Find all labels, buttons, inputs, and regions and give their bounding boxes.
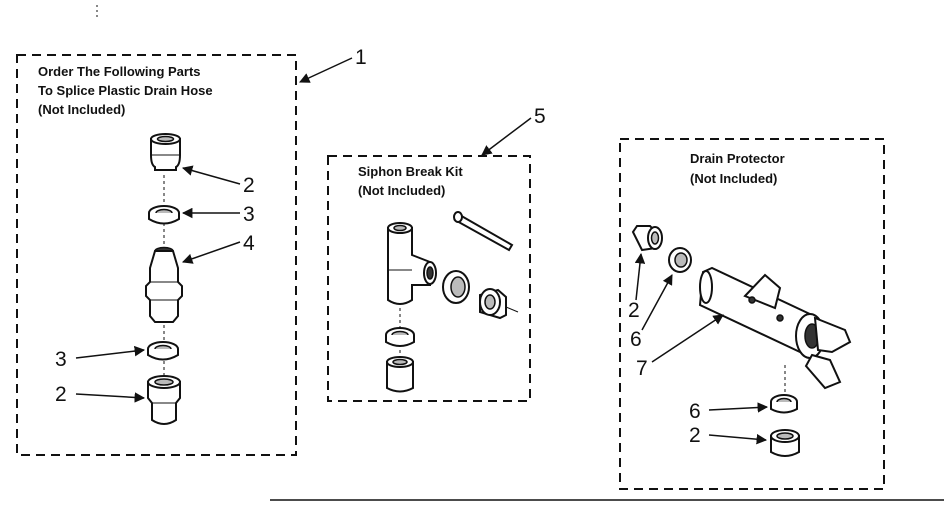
drain-ring-top <box>668 247 692 273</box>
drain-callout-2-top: 2 <box>628 299 640 322</box>
drain-callout-2-bottom: 2 <box>689 424 701 447</box>
drain-title-line-1: Drain Protector <box>690 151 785 166</box>
splice-connector-bottom <box>147 375 181 425</box>
splice-callout-4: 4 <box>243 232 255 255</box>
splice-panel-border <box>16 54 297 456</box>
drain-body <box>698 266 852 390</box>
splice-callout-2-bottom: 2 <box>55 383 67 406</box>
siphon-pin <box>453 211 514 252</box>
callout-5-leader <box>481 117 532 156</box>
siphon-lower-cap <box>386 356 414 393</box>
siphon-connector <box>479 288 519 320</box>
drain-cap-top <box>631 225 663 252</box>
splice-leader-2-top <box>181 165 241 185</box>
splice-callout-3-top: 3 <box>243 203 255 226</box>
drain-panel-border <box>619 138 885 490</box>
drain-leader-2-bottom <box>708 433 768 445</box>
siphon-lower-ring <box>385 327 415 347</box>
callout-1-leader <box>299 57 353 83</box>
splice-clamp-top <box>148 205 180 225</box>
siphon-title-line-1: Siphon Break Kit <box>358 164 463 179</box>
callout-1: 1 <box>355 46 367 69</box>
drain-leader-6-bottom <box>708 402 769 413</box>
splice-title-line-1: Order The Following Parts <box>38 64 201 79</box>
splice-leader-3-bottom <box>75 345 146 359</box>
splice-leader-2-bottom <box>75 392 146 403</box>
drain-ring-bottom <box>770 394 798 414</box>
drain-leader-2-top <box>634 252 646 301</box>
siphon-panel-border <box>327 155 531 402</box>
drain-leader-6-top <box>641 274 673 331</box>
drain-callout-6-top: 6 <box>630 328 642 351</box>
drain-callout-6-bottom: 6 <box>689 400 701 423</box>
splice-callout-2-top: 2 <box>243 174 255 197</box>
siphon-panel: Siphon Break Kit (Not Included) 5 <box>327 105 546 402</box>
splice-coupler <box>145 246 183 323</box>
splice-title-line-3: (Not Included) <box>38 102 125 117</box>
drain-leader-7 <box>651 314 724 363</box>
drain-callout-7: 7 <box>636 357 648 380</box>
callout-5: 5 <box>534 105 546 128</box>
drain-cap-bottom <box>770 429 800 457</box>
siphon-title-line-2: (Not Included) <box>358 183 445 198</box>
splice-panel: Order The Following Parts To Splice Plas… <box>16 46 367 456</box>
siphon-ring <box>442 270 470 304</box>
splice-callout-3-bottom: 3 <box>55 348 67 371</box>
splice-clamp-bottom <box>147 341 179 361</box>
siphon-tee <box>387 222 437 305</box>
drain-panel: Drain Protector (Not Included) <box>619 138 885 490</box>
splice-title-line-2: To Splice Plastic Drain Hose <box>38 83 213 98</box>
splice-connector-top <box>150 133 181 171</box>
splice-leader-4 <box>182 241 241 264</box>
drain-title-line-2: (Not Included) <box>690 171 777 186</box>
